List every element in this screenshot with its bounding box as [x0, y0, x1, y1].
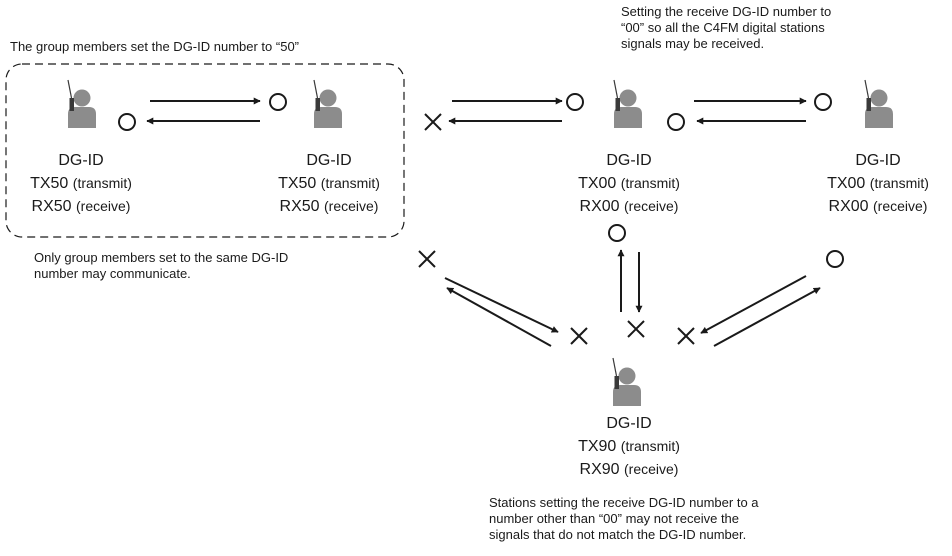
blocked-cross-icon: [570, 327, 588, 345]
station-label-mismatch: DG-ID TX90 (transmit) RX90 (receive): [549, 412, 709, 481]
tx-code: TX50: [30, 175, 69, 192]
station-label-receive-all-2: DG-ID TX00 (transmit) RX00 (receive): [798, 149, 952, 218]
tx-desc: (transmit): [869, 175, 929, 191]
receive-all-note: Setting the receive DG-ID number to “00”…: [621, 4, 832, 51]
blocked-cross-icon: [627, 320, 645, 338]
blocked-cross-icon: [424, 113, 442, 131]
operator-icon: [612, 357, 642, 407]
received-circle-icon: [826, 250, 844, 268]
received-circle-icon: [269, 93, 287, 111]
link-arrow: [700, 275, 807, 334]
rx-desc: (receive): [873, 198, 928, 214]
operator-icon: [67, 79, 97, 129]
rx-code: RX50: [31, 198, 72, 215]
dg-id-heading: DG-ID: [606, 152, 652, 169]
tx-desc: (transmit): [320, 175, 380, 191]
group-caption: The group members set the DG-ID number t…: [10, 39, 300, 54]
group-only-note: Only group members set to the same DG-ID…: [34, 250, 289, 281]
received-circle-icon: [608, 224, 626, 242]
station-label-group-member-2: DG-ID TX50 (transmit) RX50 (receive): [249, 149, 409, 218]
tx-code: TX00: [578, 175, 617, 192]
tx-desc: (transmit): [620, 175, 680, 191]
dg-id-heading: DG-ID: [606, 415, 652, 432]
rx-code: RX50: [279, 198, 320, 215]
operator-icon: [864, 79, 894, 129]
link-arrow: [713, 287, 821, 347]
rx-code: RX00: [828, 198, 869, 215]
rx-code: RX90: [579, 461, 620, 478]
dg-id-heading: DG-ID: [58, 152, 104, 169]
link-arrow: [444, 277, 559, 333]
tx-code: TX90: [578, 438, 617, 455]
tx-code: TX50: [278, 175, 317, 192]
mismatch-note: Stations setting the receive DG-ID numbe…: [489, 495, 759, 542]
received-circle-icon: [118, 113, 136, 131]
dg-id-heading: DG-ID: [306, 152, 352, 169]
received-circle-icon: [566, 93, 584, 111]
group-boundary: [5, 63, 405, 238]
blocked-cross-icon: [418, 250, 436, 268]
rx-desc: (receive): [76, 198, 131, 214]
operator-icon: [613, 79, 643, 129]
blocked-cross-icon: [677, 327, 695, 345]
rx-desc: (receive): [624, 461, 679, 477]
received-circle-icon: [667, 113, 685, 131]
link-arrow: [446, 287, 552, 347]
rx-desc: (receive): [324, 198, 379, 214]
operator-icon: [313, 79, 343, 129]
rx-code: RX00: [579, 198, 620, 215]
dg-id-heading: DG-ID: [855, 152, 901, 169]
received-circle-icon: [814, 93, 832, 111]
rx-desc: (receive): [624, 198, 679, 214]
tx-desc: (transmit): [620, 438, 680, 454]
station-label-receive-all-1: DG-ID TX00 (transmit) RX00 (receive): [549, 149, 709, 218]
station-label-group-member-1: DG-ID TX50 (transmit) RX50 (receive): [1, 149, 161, 218]
tx-desc: (transmit): [72, 175, 132, 191]
tx-code: TX00: [827, 175, 866, 192]
